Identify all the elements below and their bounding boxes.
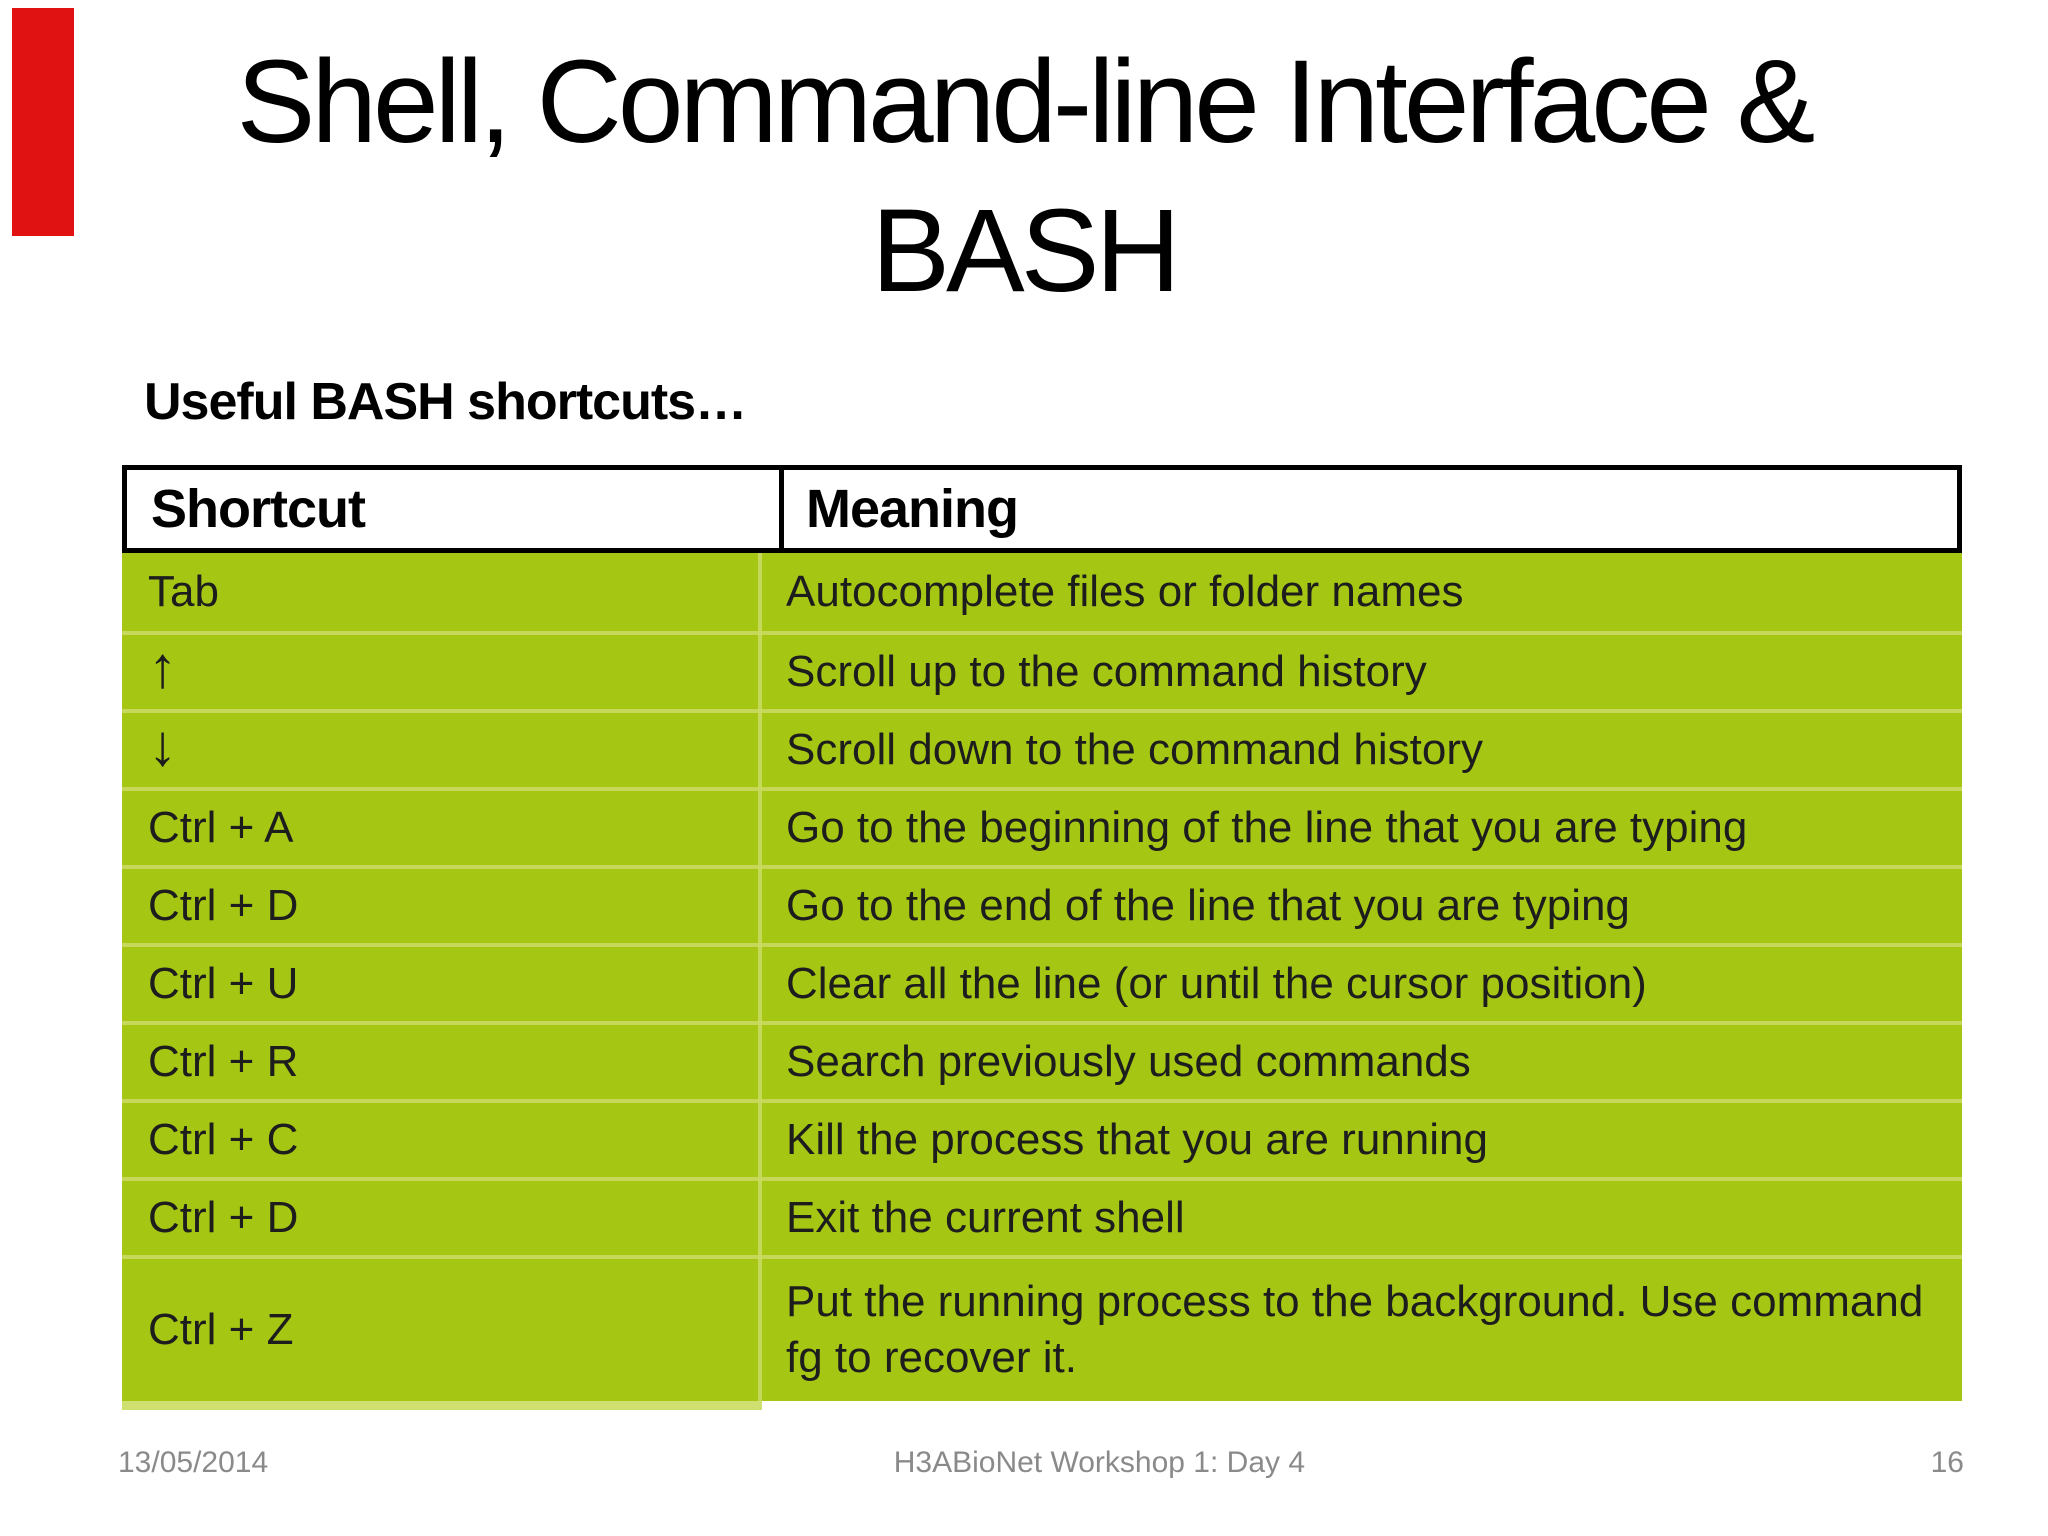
table-row: Ctrl + U Clear all the line (or until the… [122,943,1962,1021]
table-row: Tab Autocomplete files or folder names [122,553,1962,631]
meaning-cell: Scroll up to the command history [786,647,1427,696]
meaning-cell: Go to the end of the line that you are t… [786,881,1630,930]
table-row: Ctrl + D Exit the current shell [122,1177,1962,1255]
shortcut-cell: ↑ [122,639,762,698]
meaning-cell: Put the running process to the backgroun… [786,1277,1924,1382]
shortcut-key-label: Ctrl + U [148,959,299,1008]
footer-date: 13/05/2014 [118,1446,269,1479]
table-row: Ctrl + A Go to the beginning of the line … [122,787,1962,865]
shortcut-key-label: Ctrl + D [148,1193,299,1242]
shortcut-cell: Ctrl + U [122,959,762,1009]
shortcut-key-label: Ctrl + C [148,1115,299,1164]
meaning-cell: Search previously used commands [786,1037,1471,1086]
column-header-shortcut: Shortcut [127,470,784,548]
shortcut-cell: Ctrl + R [122,1037,762,1087]
slide-subtitle: Useful BASH shortcuts… [144,373,747,431]
slide-title-line1: Shell, Command-line Interface & [236,36,1816,168]
shortcut-cell: Ctrl + A [122,803,762,853]
bash-shortcuts-table: Shortcut Meaning Tab Autocomplete files o… [122,465,1962,1410]
shortcut-cell: ↓ [122,717,762,776]
slide-title: Shell, Command-line Interface & BASH [0,28,2048,326]
table-row: Ctrl + D Go to the end of the line that y… [122,865,1962,943]
shortcut-cell: Ctrl + D [122,881,762,931]
table-row: Ctrl + Z Put the running process to the b… [122,1255,1962,1401]
table-row: ↓ Scroll down to the command history [122,709,1962,787]
shortcut-key-label: Ctrl + R [148,1037,299,1086]
table-body: Tab Autocomplete files or folder names ↑ Sc… [122,553,1962,1401]
shortcut-cell: Ctrl + Z [122,1305,762,1355]
shortcut-key-label: Tab [148,567,219,616]
shortcut-key-label: Ctrl + D [148,881,299,930]
table-row: Ctrl + R Search previously used commands [122,1021,1962,1099]
footer-page-number: 16 [1930,1446,1964,1479]
red-accent-bar [12,8,74,236]
slide-footer: 13/05/2014 H3ABioNet Workshop 1: Day 4 1… [118,1446,1964,1480]
footer-workshop-label: H3ABioNet Workshop 1: Day 4 [893,1446,1306,1479]
column-header-meaning: Meaning [806,479,1019,539]
meaning-cell: Exit the current shell [786,1193,1185,1242]
shortcut-key-label: Ctrl + A [148,803,294,852]
meaning-cell: Kill the process that you are running [786,1115,1488,1164]
shortcut-key-label: Ctrl + Z [148,1305,294,1354]
table-row: ↑ Scroll up to the command history [122,631,1962,709]
meaning-cell: Autocomplete files or folder names [786,567,1464,616]
shortcut-cell: Tab [122,567,762,617]
shortcut-cell: Ctrl + C [122,1115,762,1165]
table-bottom-strip [122,1401,762,1410]
column-divider-line [758,553,762,1401]
down-arrow-icon: ↓ [148,713,177,778]
shortcut-cell: Ctrl + D [122,1193,762,1243]
slide-title-line2: BASH [871,185,1180,317]
table-header-row: Shortcut Meaning [122,465,1962,553]
up-arrow-icon: ↑ [148,635,177,700]
table-row: Ctrl + C Kill the process that you are ru… [122,1099,1962,1177]
meaning-cell: Clear all the line (or until the cursor … [786,959,1647,1008]
meaning-cell: Scroll down to the command history [786,725,1483,774]
meaning-cell: Go to the beginning of the line that you… [786,803,1748,852]
